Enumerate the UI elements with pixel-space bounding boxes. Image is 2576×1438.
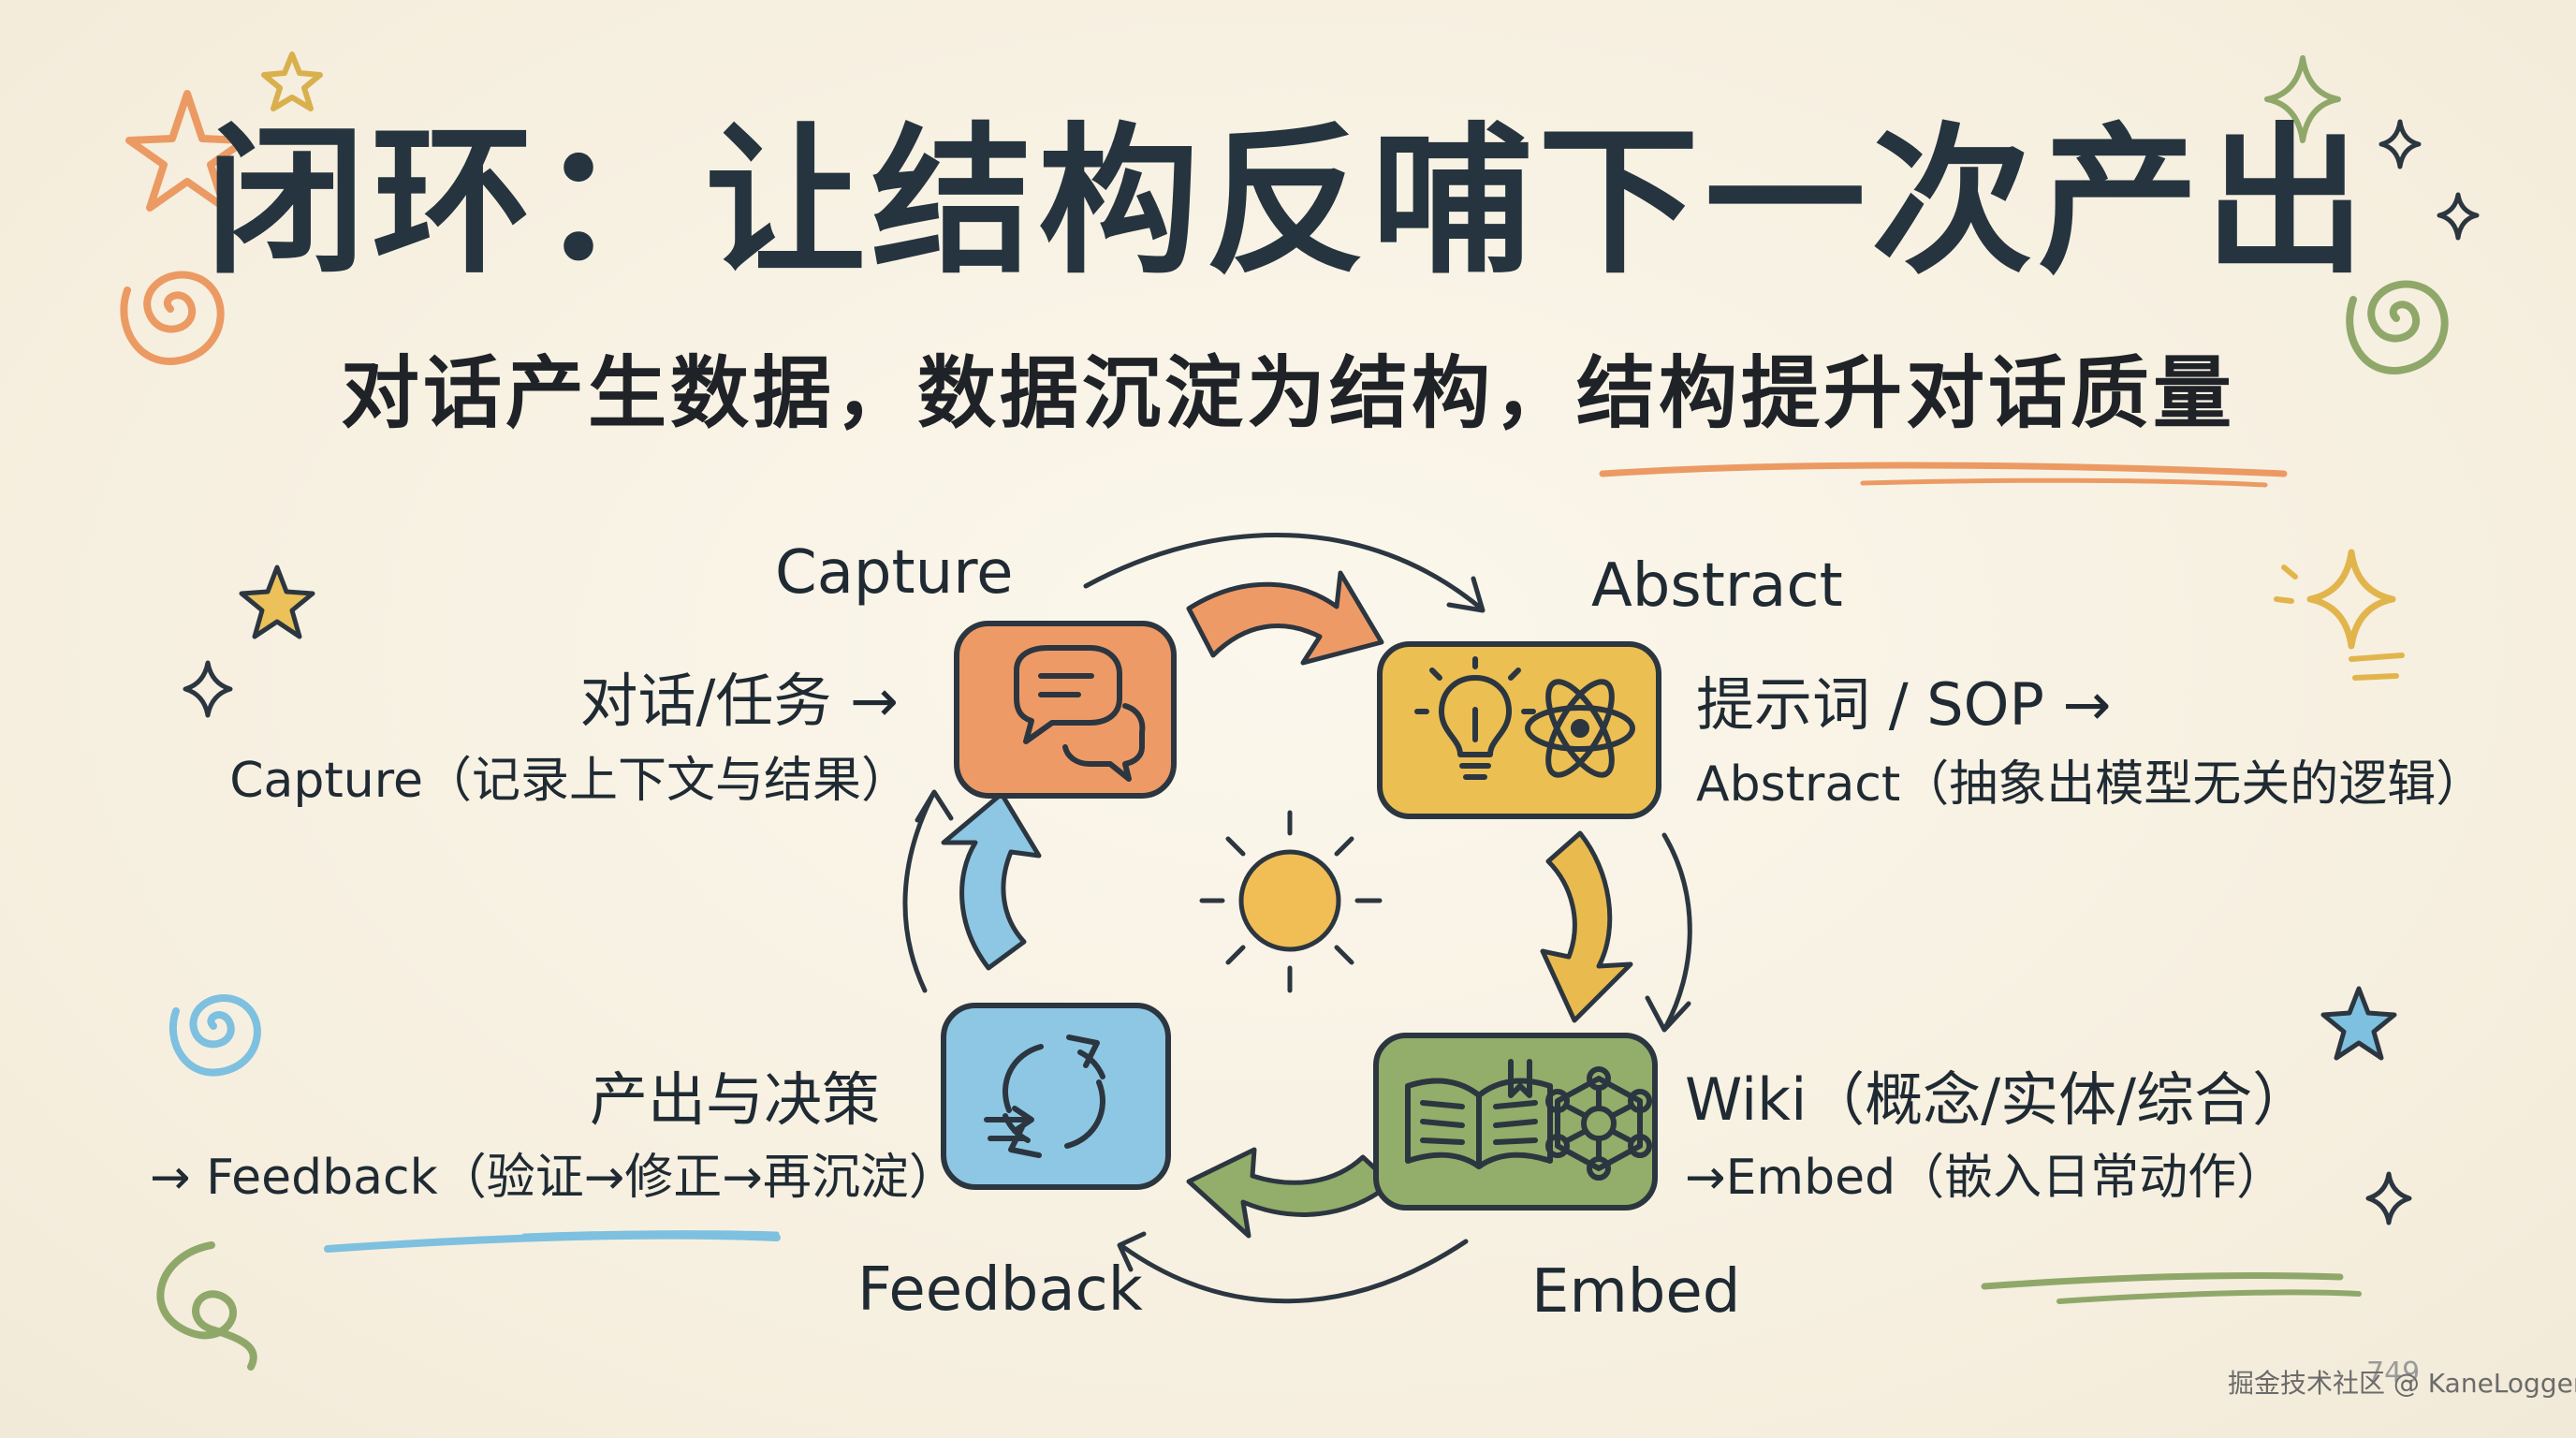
- feedback-node: [941, 1003, 1171, 1190]
- page-number: 749: [2366, 1357, 2421, 1389]
- lightbulb-atom-icon: [1414, 656, 1635, 780]
- feedback-desc-line1: 产出与决策: [589, 1065, 880, 1134]
- abstract-desc-line1: 提示词 / SOP →: [1696, 670, 2112, 739]
- refresh-cycle-icon: [984, 1034, 1105, 1158]
- star-doodle-icon: [2320, 986, 2397, 1061]
- spiral-doodle-icon: [2346, 280, 2449, 374]
- cycle-thick-arrows: [941, 570, 1633, 1239]
- cycle-thin-arrows: [902, 533, 1692, 1304]
- embed-node: [1373, 1033, 1658, 1211]
- sparkle-doodle-icon: [2365, 1171, 2412, 1225]
- page-title: 闭环：让结构反哺下一次产出: [205, 108, 2371, 296]
- sparkle-doodle-icon: [2264, 55, 2341, 143]
- spiral-doodle-icon: [168, 994, 261, 1077]
- stage-name-feedback: Feedback: [857, 1255, 1143, 1325]
- capture-desc-line2: Capture（记录上下文与结果）: [229, 753, 910, 809]
- chat-bubbles-icon: [1014, 645, 1146, 782]
- star-doodle-icon: [239, 565, 315, 639]
- sun-icon: [1199, 810, 1383, 993]
- stage-name-embed: Embed: [1531, 1257, 1741, 1327]
- stage-name-capture: Capture: [775, 538, 1014, 608]
- book-network-icon: [1405, 1059, 1652, 1181]
- star-doodle-icon: [125, 90, 249, 212]
- arrow-embed-to-feedback: [1186, 1147, 1394, 1239]
- page-subtitle: 对话产生数据，数据沉淀为结构，结构提升对话质量: [340, 347, 2235, 439]
- spiral-doodle-icon: [120, 271, 225, 365]
- star-doodle-icon: [261, 51, 323, 111]
- embed-underline: [1981, 1271, 2344, 1290]
- capture-node: [954, 621, 1177, 799]
- arrow-abstract-to-embed: [1540, 830, 1633, 1023]
- arrow-capture-to-abstract: [1186, 570, 1384, 666]
- sparkle-doodle-icon: [183, 660, 233, 718]
- abstract-desc-line2: Abstract（抽象出模型无关的逻辑）: [1696, 756, 2485, 813]
- subtitle-underline: [1599, 462, 2288, 477]
- embed-desc-line2: →Embed（嵌入日常动作）: [1685, 1150, 2286, 1206]
- feedback-desc-line2: → Feedback（验证→修正→再沉淀）: [150, 1150, 958, 1206]
- swirl-doodle-icon: [156, 1241, 257, 1371]
- capture-desc-line1: 对话/任务 →: [579, 667, 899, 735]
- sparkle-doodle-icon: [2437, 192, 2480, 241]
- sparkle-doodle-icon: [2378, 119, 2422, 169]
- stage-name-abstract: Abstract: [1591, 551, 1843, 621]
- watermark: 掘金技术社区 @ KaneLogger: [2228, 1368, 2576, 1399]
- embed-desc-line1: Wiki（概念/实体/综合）: [1685, 1065, 2311, 1134]
- sparkle-doodle-icon: [2306, 549, 2396, 650]
- feedback-underline: [324, 1231, 781, 1253]
- abstract-node: [1377, 641, 1661, 819]
- arrow-feedback-to-capture: [941, 791, 1042, 971]
